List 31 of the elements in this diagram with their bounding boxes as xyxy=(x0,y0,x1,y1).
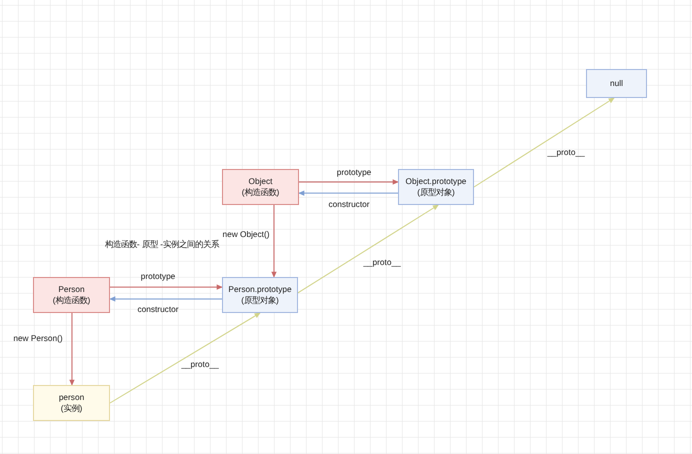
edge-label: __proto__ xyxy=(181,359,219,369)
null-box xyxy=(586,69,647,98)
constructor-box xyxy=(222,169,299,205)
edge-label: constructor xyxy=(328,199,370,209)
node-label: Object (构造函数) xyxy=(242,176,280,198)
node-label: Person.prototype (原型对象) xyxy=(228,284,292,306)
arrow xyxy=(271,204,276,278)
node-label: person (实例) xyxy=(58,392,84,414)
prototype-box xyxy=(398,169,474,205)
node-label: null xyxy=(610,78,623,89)
prototype-box xyxy=(222,277,298,313)
arrow xyxy=(298,190,398,196)
edge-label: new Person() xyxy=(13,333,63,343)
arrow xyxy=(298,204,439,294)
arrow xyxy=(474,98,615,188)
arrow xyxy=(69,312,74,386)
edge-label: __proto__ xyxy=(547,147,585,157)
node-label: Person (构造函数) xyxy=(52,284,90,306)
node-label: Object.prototype (原型对象) xyxy=(406,176,466,198)
edge-label: new Object() xyxy=(222,229,270,239)
edge-label: prototype xyxy=(140,271,176,281)
arrow xyxy=(298,179,398,184)
edge-label: constructor xyxy=(137,304,179,314)
edge-label: prototype xyxy=(336,167,372,177)
constructor-box xyxy=(33,277,110,313)
arrow xyxy=(110,296,222,302)
instance-box xyxy=(33,385,110,421)
arrow xyxy=(110,312,260,404)
edge-label: __proto__ xyxy=(363,257,401,267)
arrow xyxy=(110,284,222,290)
note-text: 构造函数- 原型 -实例之间的关系 xyxy=(104,239,220,249)
